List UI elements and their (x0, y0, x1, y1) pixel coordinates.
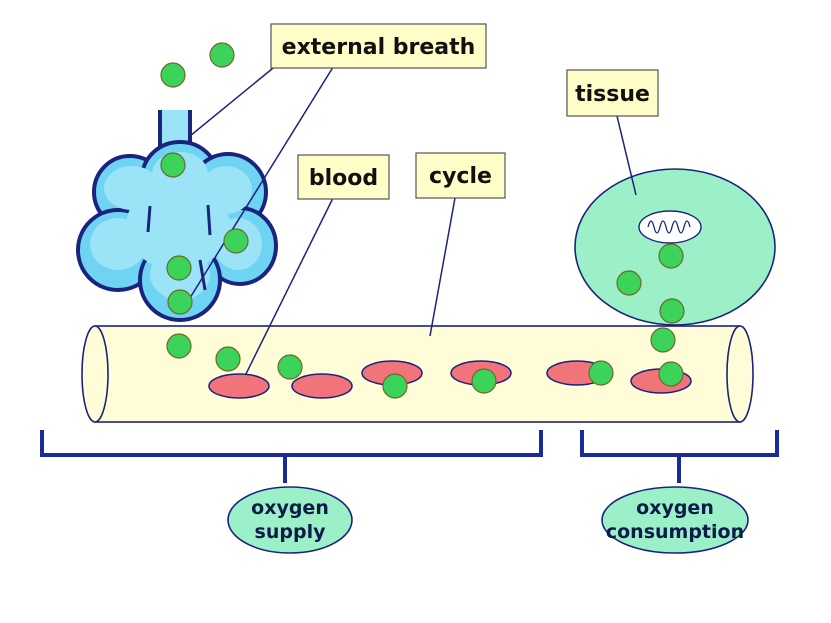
external-breath-text: external breath (282, 35, 476, 60)
oxygen-molecule-icon (160, 42, 685, 399)
oxygen-consumption-badge: oxygen consumption (601, 486, 749, 554)
brackets (40, 430, 779, 483)
consumption-bracket (580, 430, 779, 457)
mitochondrion-icon (638, 210, 702, 244)
supply-bracket (40, 430, 543, 457)
tissue-text: tissue (575, 82, 650, 107)
vessel-right-opening (726, 325, 754, 423)
label-tissue: tissue (566, 69, 659, 117)
oxygen-consumption-line2: consumption (606, 521, 744, 543)
cycle-text: cycle (429, 164, 492, 189)
blood-text: blood (309, 166, 378, 191)
blood-vessel (81, 325, 754, 423)
oxygen-supply-line1: oxygen (251, 497, 329, 519)
oxygen-supply-badge: oxygen supply (227, 486, 353, 554)
pointer-lines (179, 63, 637, 387)
label-cycle: cycle (415, 152, 506, 199)
label-blood: blood (297, 154, 390, 200)
oxygen-supply-line2: supply (255, 521, 327, 543)
vessel-left-opening (81, 325, 109, 423)
oxygen-consumption-line1: oxygen (636, 497, 714, 519)
lung-cluster-icon (76, 110, 278, 322)
label-external-breath: external breath (270, 23, 487, 69)
